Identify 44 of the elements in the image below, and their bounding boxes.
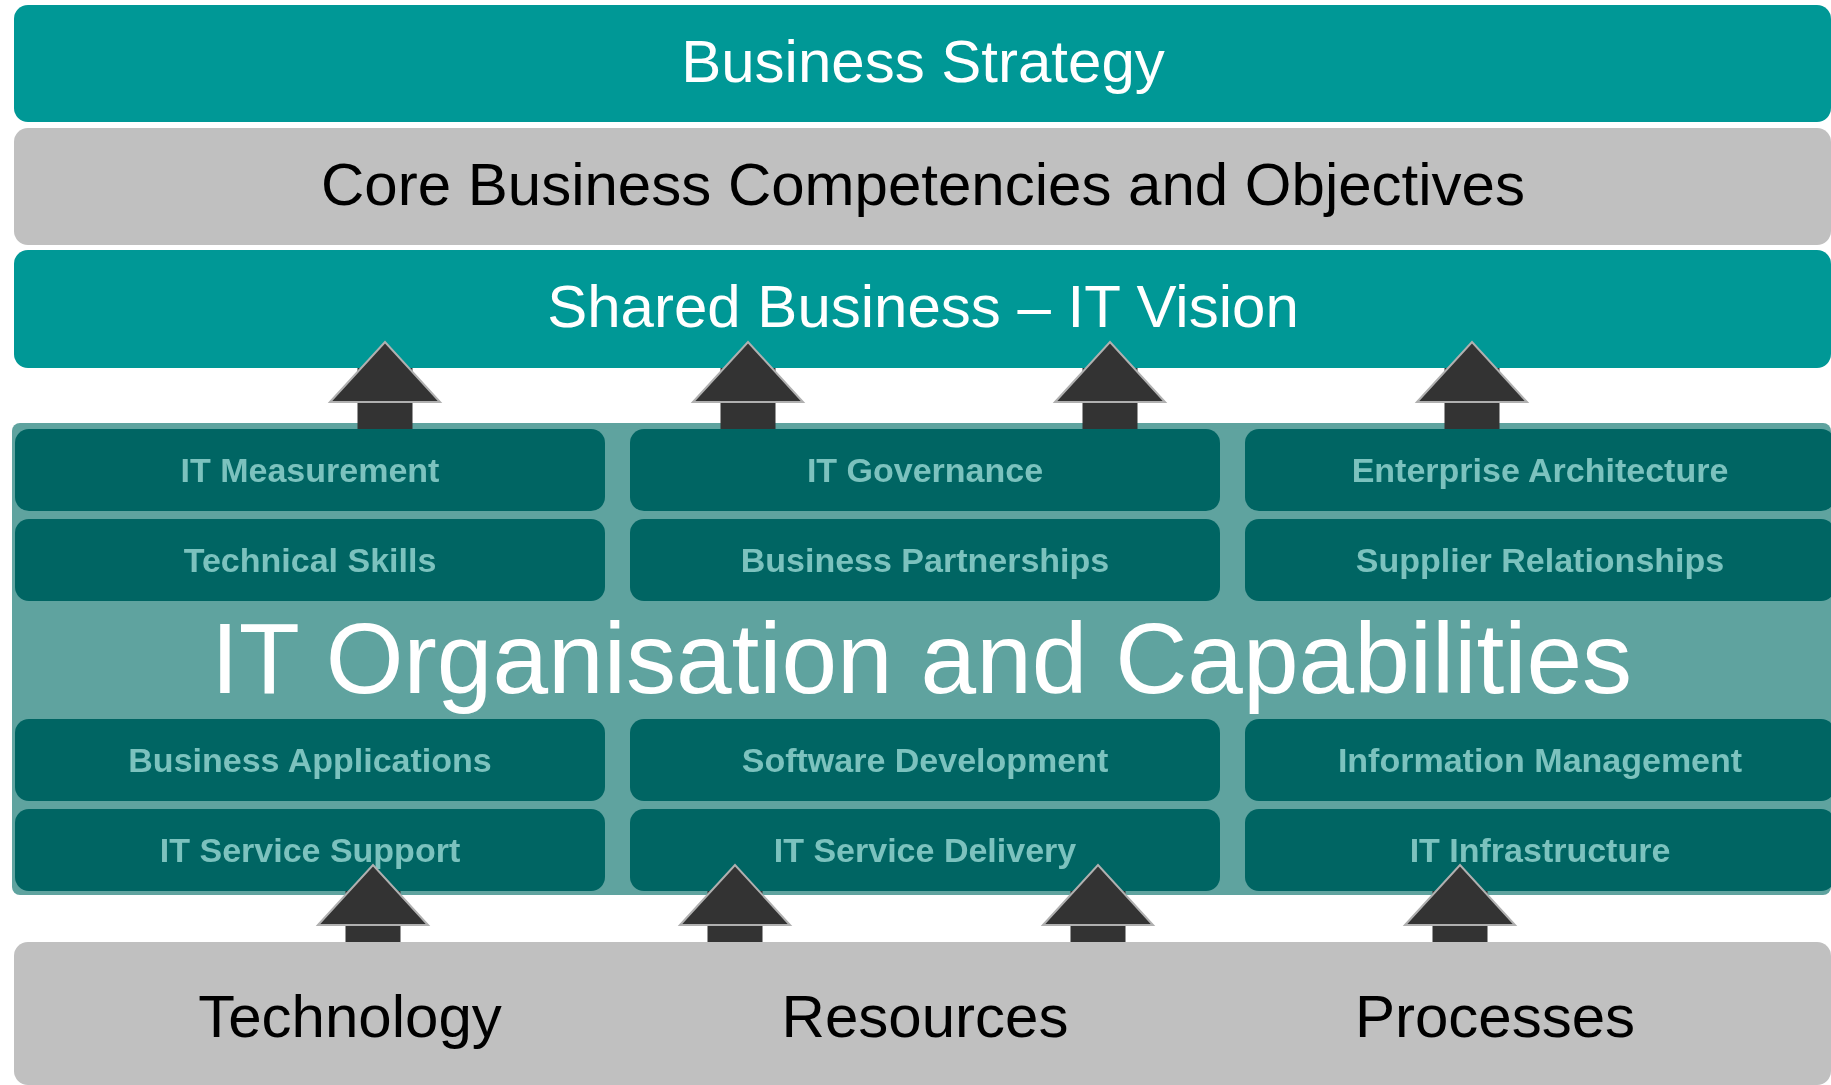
capability-box (630, 429, 1220, 511)
layer-label: Shared Business – IT Vision (546, 272, 1300, 341)
capability-box (630, 719, 1220, 801)
capability-label: Business Applications (127, 741, 493, 779)
block-arrow (1404, 864, 1516, 942)
capability-label: Supplier Relationships (1354, 541, 1726, 579)
capability-panel (12, 423, 1831, 895)
capability-box (630, 519, 1220, 601)
layer-label: Business Strategy (680, 27, 1166, 96)
layer-label: Core Business Competencies and Objectives (320, 150, 1526, 219)
capability-box (1245, 429, 1831, 511)
capability-label: Software Development (740, 741, 1110, 779)
block-arrow (1042, 864, 1154, 942)
capability-label: IT Service Support (158, 831, 462, 869)
panel-title: IT Organisation and Capabilities (209, 602, 1634, 714)
layer-label: Technology (197, 982, 503, 1051)
capability-label: IT Governance (805, 451, 1045, 489)
layer-label: Resources (780, 982, 1070, 1051)
capability-box (15, 719, 605, 801)
block-arrow (1054, 341, 1166, 429)
capability-label: Enterprise Architecture (1350, 451, 1730, 489)
capability-box (1245, 719, 1831, 801)
capability-box (630, 809, 1220, 891)
capability-box (15, 809, 605, 891)
capability-label: Technical Skills (182, 541, 438, 579)
block-arrow (317, 864, 429, 942)
layer-label: Processes (1353, 982, 1637, 1051)
capability-label: IT Infrastructure (1408, 831, 1672, 869)
foundation-band (14, 942, 1831, 1085)
layer-band (14, 250, 1831, 368)
block-arrow (692, 341, 804, 429)
layer-band (14, 128, 1831, 245)
capability-box (15, 519, 605, 601)
block-arrow (329, 341, 441, 429)
capability-label: Information Management (1336, 741, 1744, 779)
capability-label: IT Measurement (179, 451, 441, 489)
capability-box (1245, 809, 1831, 891)
capability-box (15, 429, 605, 511)
capability-label: Business Partnerships (739, 541, 1111, 579)
block-arrow (1416, 341, 1528, 429)
capability-box (1245, 519, 1831, 601)
layer-band (14, 5, 1831, 122)
block-arrow (679, 864, 791, 942)
capability-label: IT Service Delivery (772, 831, 1078, 869)
